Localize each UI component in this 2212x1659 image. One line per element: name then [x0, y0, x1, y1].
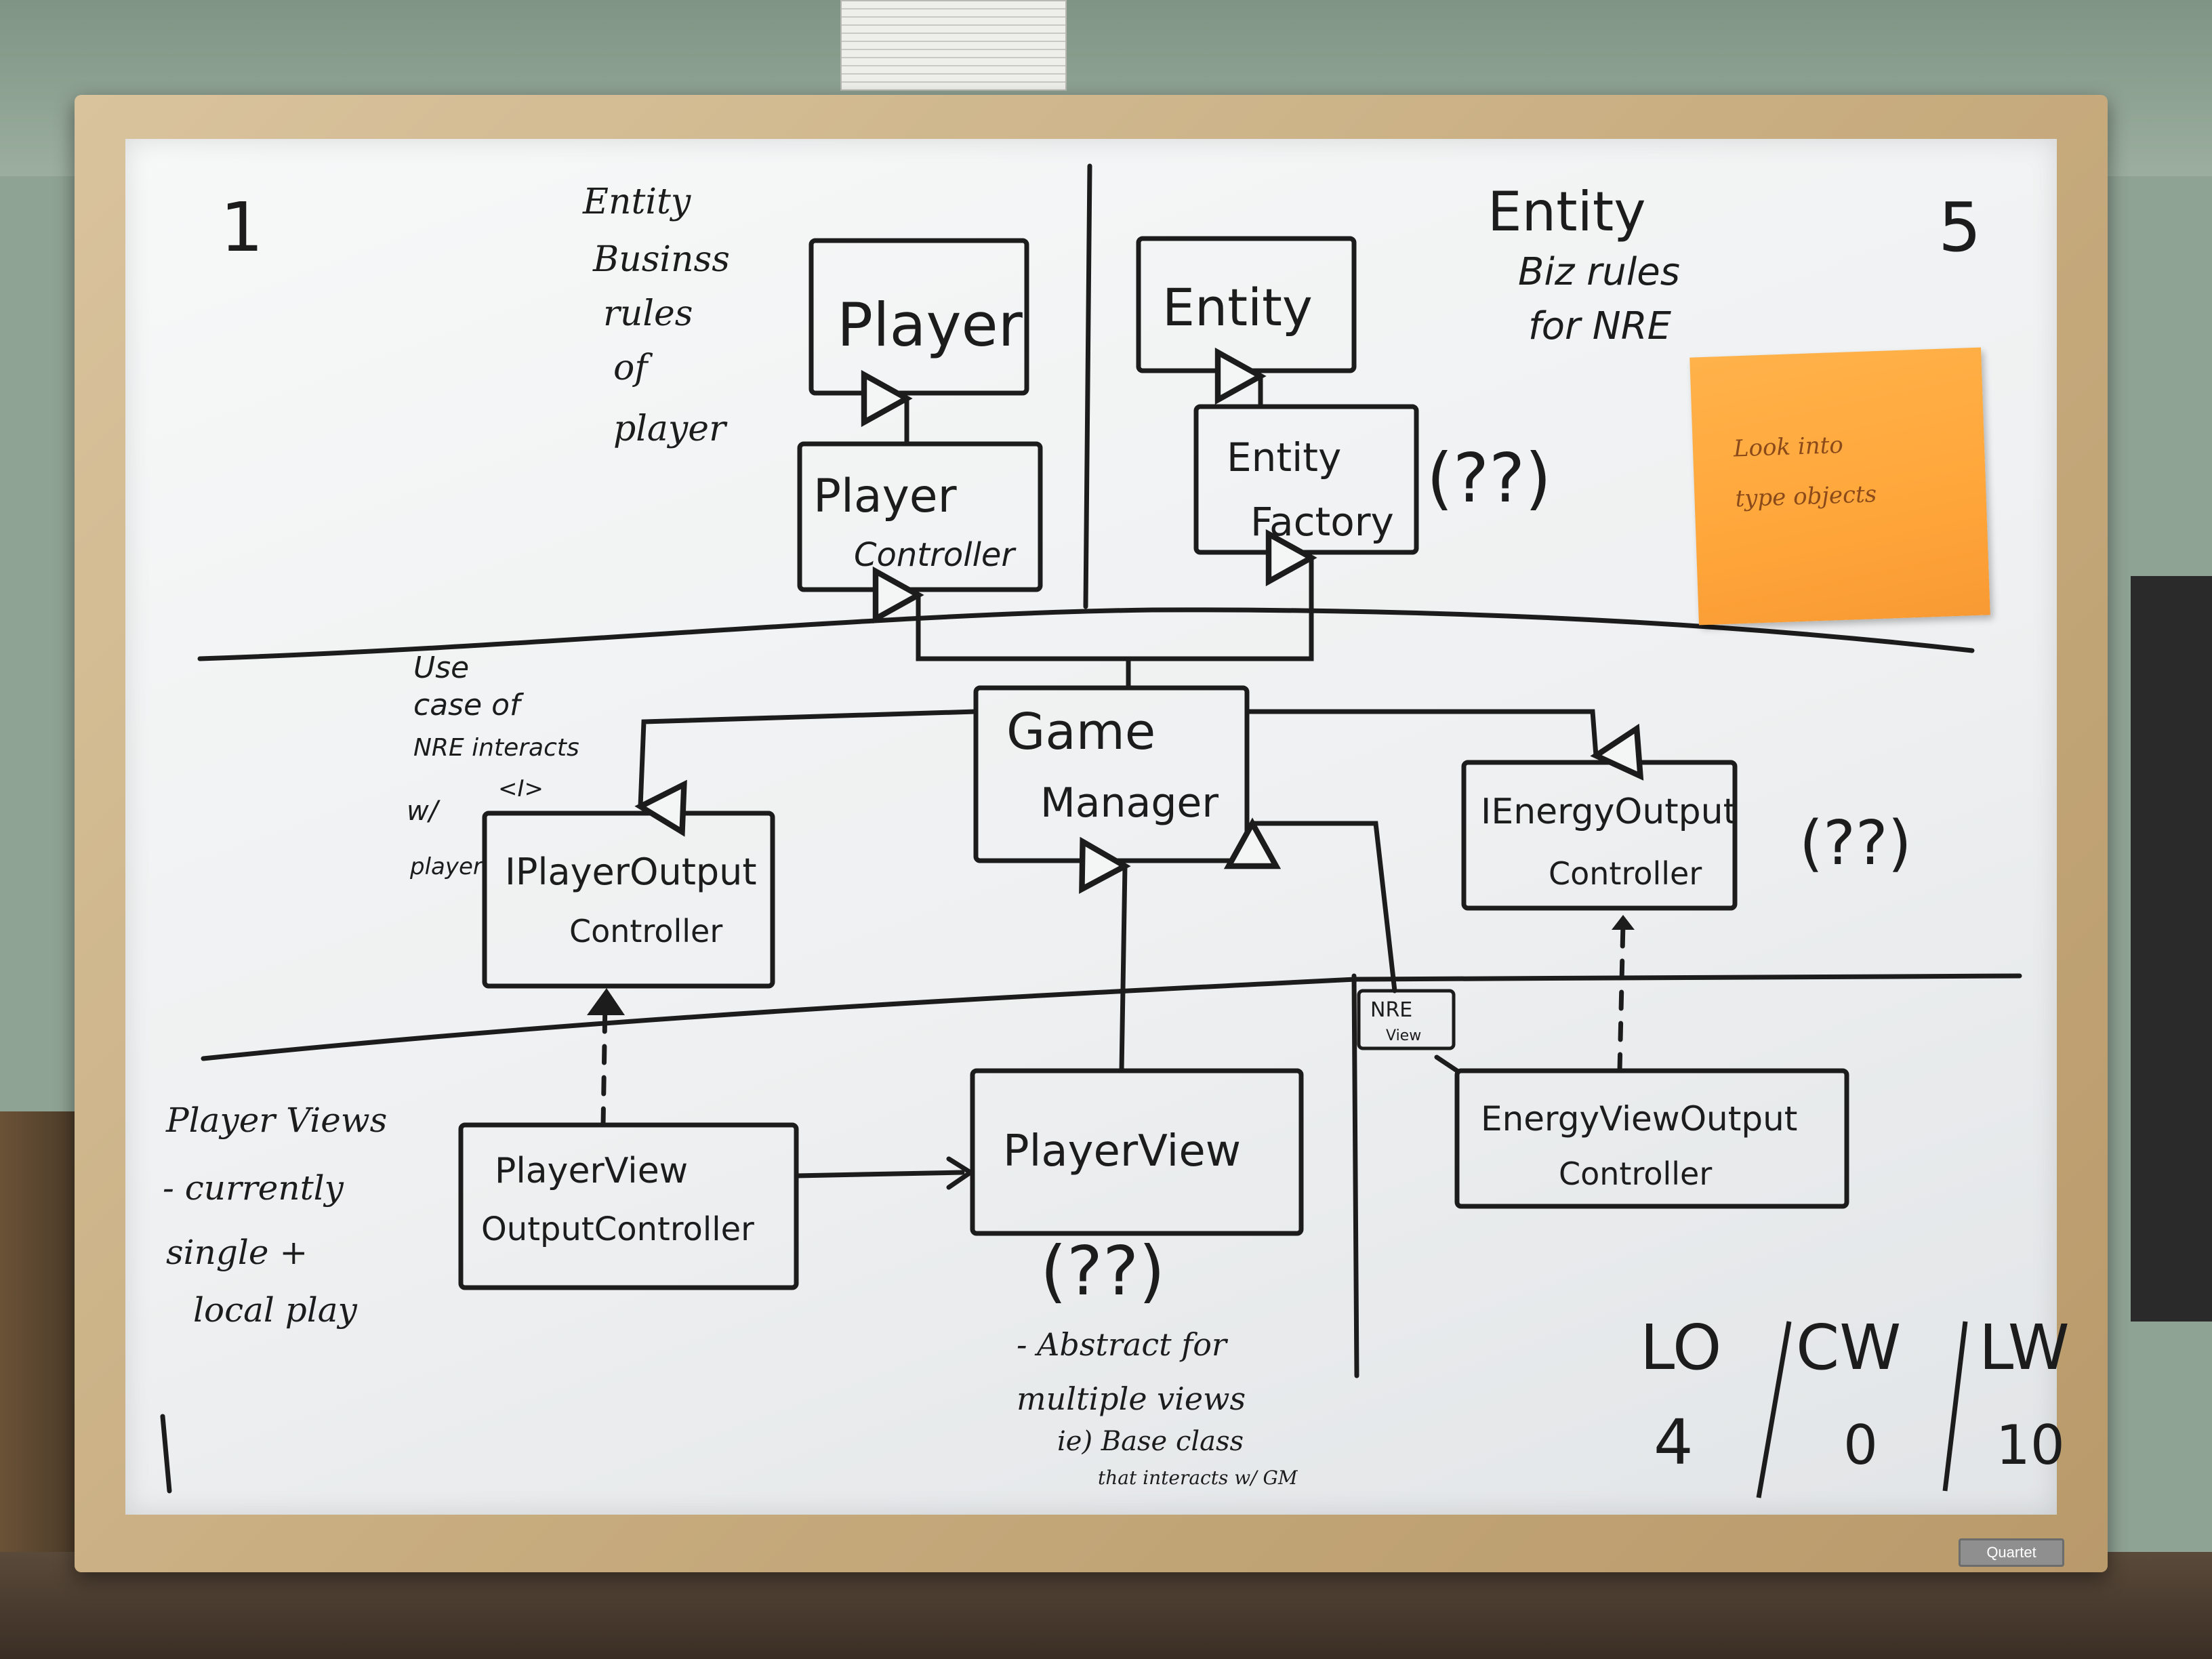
score-value-cw: 0: [1843, 1414, 1878, 1477]
question-mark-entity-factory: (??): [1427, 438, 1551, 518]
score-divider-2: [1942, 1321, 1968, 1492]
question-mark-ienergy: (??): [1799, 808, 1912, 879]
note-use-case-line5: w/: [407, 796, 441, 827]
corner-number-one: 1: [220, 188, 264, 267]
energy-view-output-label-1: EnergyViewOutput: [1481, 1099, 1797, 1139]
note-entity-business-line5: player: [613, 409, 728, 449]
note-abstract-line4: that interacts w/ GM: [1098, 1467, 1298, 1489]
divider-horizontal-bottom: [201, 973, 2022, 1061]
score-table: LO CW LW 4 0 10: [1640, 1311, 2070, 1498]
player-controller-label-1: Player: [813, 470, 957, 523]
score-header-cw: CW: [1796, 1311, 1901, 1384]
note-player-views-line2: - currently: [163, 1168, 344, 1208]
arrow-energy-view-to-nre: [1434, 1054, 1460, 1073]
ienergy-output-label-1: IEnergyOutput: [1481, 792, 1737, 832]
note-entity-business-line3: rules: [603, 293, 693, 334]
note-player-views-line3: single +: [166, 1233, 308, 1272]
corner-number-five: 5: [1938, 188, 1982, 267]
left-edge-mark: [160, 1414, 172, 1494]
arrow-head-pv: [946, 1156, 975, 1190]
arrow-player-view-to-gm: [1122, 866, 1125, 1073]
brand-label: Quartet: [1959, 1538, 2064, 1567]
sticky-note: Look into type objects: [1689, 347, 1990, 626]
note-entity-business-line4: of: [613, 348, 653, 388]
score-value-lo: 4: [1654, 1406, 1694, 1479]
nre-view-label-1: NRE: [1370, 998, 1412, 1022]
solid-arrowhead-iplayer: [587, 988, 625, 1015]
divider-horizontal-top: [197, 607, 1975, 661]
solid-arrowhead-ienergy: [1612, 915, 1635, 930]
player-controller-label-2: Controller: [854, 536, 1017, 574]
note-use-case-line6: player: [409, 853, 484, 880]
desk-edge: [0, 1111, 81, 1552]
score-header-lo: LO: [1640, 1311, 1721, 1384]
energy-view-output-label-2: Controller: [1559, 1155, 1712, 1192]
iplayer-output-box: [482, 811, 775, 989]
entity-factory-label-1: Entity: [1227, 434, 1341, 480]
game-manager-label-2: Manager: [1040, 779, 1218, 827]
player-view-label: PlayerView: [1003, 1126, 1241, 1176]
iplayer-output-label-2: Controller: [569, 913, 722, 949]
note-use-case-line2: case of: [413, 688, 525, 722]
note-entity-business-line1: Entity: [582, 182, 691, 222]
note-abstract-line2: multiple views: [1017, 1380, 1246, 1417]
dashed-player-view-output-to-iplayer: [600, 999, 608, 1128]
note-use-case-line4: <I>: [498, 775, 544, 802]
paper-stack: [840, 0, 1067, 91]
arrow-pv-output-to-player-view: [794, 1170, 965, 1179]
player-view-output-box: [458, 1122, 799, 1290]
note-player-views-line4: local play: [193, 1290, 358, 1330]
nre-view-box: [1357, 989, 1456, 1050]
arrow-nre-view-to-gm: [1252, 823, 1397, 994]
player-box: [808, 238, 1029, 396]
player-view-output-label-1: PlayerView: [495, 1151, 688, 1191]
energy-view-output-box: [1454, 1068, 1849, 1209]
arrow-gm-to-ienergy-output: [1244, 709, 1596, 756]
entity-factory-label-2: Factory: [1250, 499, 1394, 545]
iplayer-output-label-1: IPlayerOutput: [505, 851, 757, 893]
dark-object: [2131, 576, 2212, 1322]
divider-vertical-bottom: [1351, 973, 1359, 1378]
note-use-case-line3: NRE interacts: [413, 734, 579, 762]
note-entity-business-line2: Businss: [592, 239, 730, 280]
sticky-note-line1: Look into: [1733, 431, 1844, 463]
note-use-case-line1: Use: [413, 651, 469, 685]
note-abstract-line1: - Abstract for: [1017, 1326, 1229, 1363]
arrow-gm-to-player-controller: [918, 595, 1131, 691]
score-header-lw: LW: [1979, 1311, 2070, 1384]
game-manager-label-1: Game: [1006, 703, 1155, 761]
ienergy-output-label-2: Controller: [1549, 855, 1702, 892]
note-entity-biz-line3: for NRE: [1528, 304, 1672, 348]
entity-box-label: Entity: [1162, 277, 1313, 337]
score-value-lw: 10: [1996, 1414, 2065, 1477]
note-abstract-line3: ie) Base class: [1057, 1426, 1244, 1457]
score-divider-1: [1756, 1321, 1792, 1498]
player-box-label: Player: [837, 290, 1023, 360]
note-entity-biz-line2: Biz rules: [1518, 250, 1680, 294]
player-view-output-label-2: OutputController: [481, 1210, 754, 1248]
player-view-box: [970, 1068, 1304, 1236]
sticky-note-line2: type objects: [1734, 480, 1877, 513]
nre-view-label-2: View: [1386, 1027, 1421, 1044]
arrow-gm-to-iplayer-output: [640, 709, 979, 806]
dashed-energy-view-to-ienergy: [1617, 920, 1626, 1073]
question-mark-player-view: (??): [1040, 1231, 1165, 1311]
note-entity-biz-line1: Entity: [1488, 180, 1646, 243]
note-player-views-line1: Player Views: [165, 1101, 387, 1140]
arrow-gm-to-entity-factory: [1126, 558, 1311, 661]
divider-vertical-top: [1083, 163, 1092, 609]
